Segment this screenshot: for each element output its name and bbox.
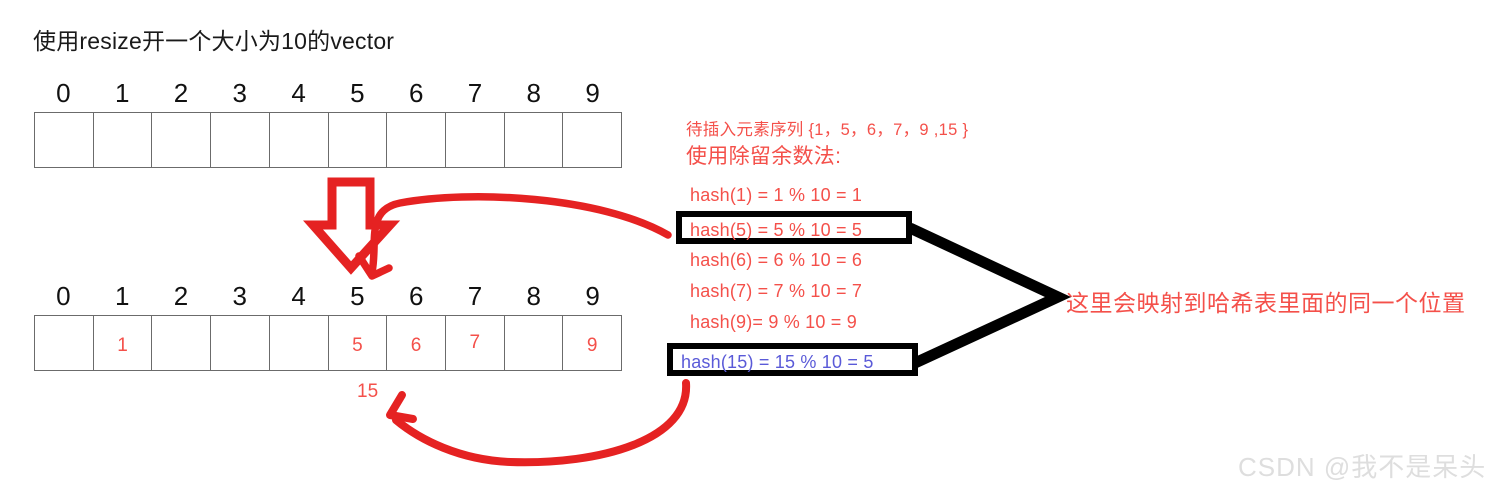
column-index-5: 5 — [350, 281, 365, 311]
table-cell — [329, 113, 388, 167]
cell-value: 6 — [410, 334, 422, 356]
arrow-hash15-to-label — [392, 379, 691, 467]
table-cell — [211, 113, 270, 167]
hash-method-label: 使用除留余数法: — [686, 145, 842, 168]
table-cell — [35, 113, 94, 167]
column-index-9: 9 — [585, 281, 600, 311]
table-cell — [270, 113, 329, 167]
table-cell — [446, 113, 505, 167]
column-index-4: 4 — [291, 78, 306, 108]
table-cell — [505, 316, 564, 370]
hash-line-5-box: hash(5) = 5 % 10 = 5 — [676, 211, 912, 244]
column-index-0: 0 — [56, 281, 71, 311]
cell-value: 9 — [586, 334, 598, 356]
column-index-6: 6 — [408, 78, 424, 108]
arrow-hash15-to-label-head — [386, 391, 417, 423]
table-cell — [94, 113, 153, 167]
column-index-row-top: 0 1 2 3 4 5 6 7 8 9 — [34, 78, 622, 112]
collision-pointer-icon — [907, 223, 1072, 368]
arrow-hash5-to-cell-head — [355, 252, 393, 280]
column-index-8: 8 — [526, 281, 542, 311]
cell-value: 5 — [352, 334, 363, 356]
hash-line-5: hash(5) = 5 % 10 = 5 — [690, 220, 863, 240]
column-index-1: 1 — [114, 78, 130, 108]
column-index-0: 0 — [56, 78, 71, 108]
column-index-4: 4 — [291, 281, 306, 311]
hash-line-15: hash(15) = 15 % 10 = 5 — [681, 352, 874, 372]
insert-sequence-label: 待插入元素序列 {1，5，6，7，9 ,15 } — [686, 121, 969, 139]
down-block-arrow-icon — [303, 177, 401, 275]
collision-note: 这里会映射到哈希表里面的同一个位置 — [1066, 290, 1466, 316]
hash-table-filled: 0 1 2 3 4 5 6 7 8 9 1 5 6 7 9 — [34, 281, 622, 371]
hash-table-row-bottom: 1 5 6 7 9 — [34, 315, 622, 371]
column-index-7: 7 — [467, 78, 483, 108]
cell-value: 7 — [469, 331, 481, 353]
column-index-5: 5 — [350, 78, 365, 108]
csdn-watermark: CSDN @我不是呆头 — [1238, 452, 1487, 482]
table-cell — [270, 316, 329, 370]
overflow-value-label: 15 — [357, 381, 379, 402]
table-cell — [152, 113, 212, 167]
table-cell — [563, 113, 621, 167]
column-index-row-bottom: 0 1 2 3 4 5 6 7 8 9 — [34, 281, 622, 315]
hash-line-15-box: hash(15) = 15 % 10 = 5 — [667, 343, 918, 376]
hash-table-empty: 0 1 2 3 4 5 6 7 8 9 — [34, 78, 622, 168]
table-cell — [387, 113, 446, 167]
hash-line-1: hash(1) = 1 % 10 = 1 — [690, 185, 863, 205]
column-index-3: 3 — [232, 78, 248, 108]
page-title: 使用resize开一个大小为10的vector — [33, 28, 395, 54]
table-cell — [35, 316, 94, 370]
table-cell: 6 — [387, 316, 446, 370]
column-index-8: 8 — [526, 78, 542, 108]
hash-line-7: hash(7) = 7 % 10 = 7 — [690, 281, 863, 301]
column-index-2: 2 — [173, 78, 189, 108]
arrow-hash5-to-cell — [368, 193, 672, 276]
column-index-9: 9 — [585, 78, 600, 108]
table-cell — [211, 316, 270, 370]
cell-value: 1 — [117, 334, 128, 356]
column-index-6: 6 — [408, 281, 424, 311]
column-index-7: 7 — [467, 281, 483, 311]
table-cell — [152, 316, 212, 370]
hash-table-row-top — [34, 112, 622, 168]
column-index-3: 3 — [232, 281, 248, 311]
table-cell: 1 — [94, 316, 153, 370]
column-index-1: 1 — [114, 281, 130, 311]
hash-line-6: hash(6) = 6 % 10 = 6 — [690, 250, 863, 270]
table-cell: 9 — [563, 316, 621, 370]
column-index-2: 2 — [173, 281, 189, 311]
table-cell: 7 — [446, 316, 505, 370]
table-cell: 5 — [329, 316, 388, 370]
hash-line-9: hash(9)= 9 % 10 = 9 — [690, 312, 857, 332]
table-cell — [505, 113, 564, 167]
